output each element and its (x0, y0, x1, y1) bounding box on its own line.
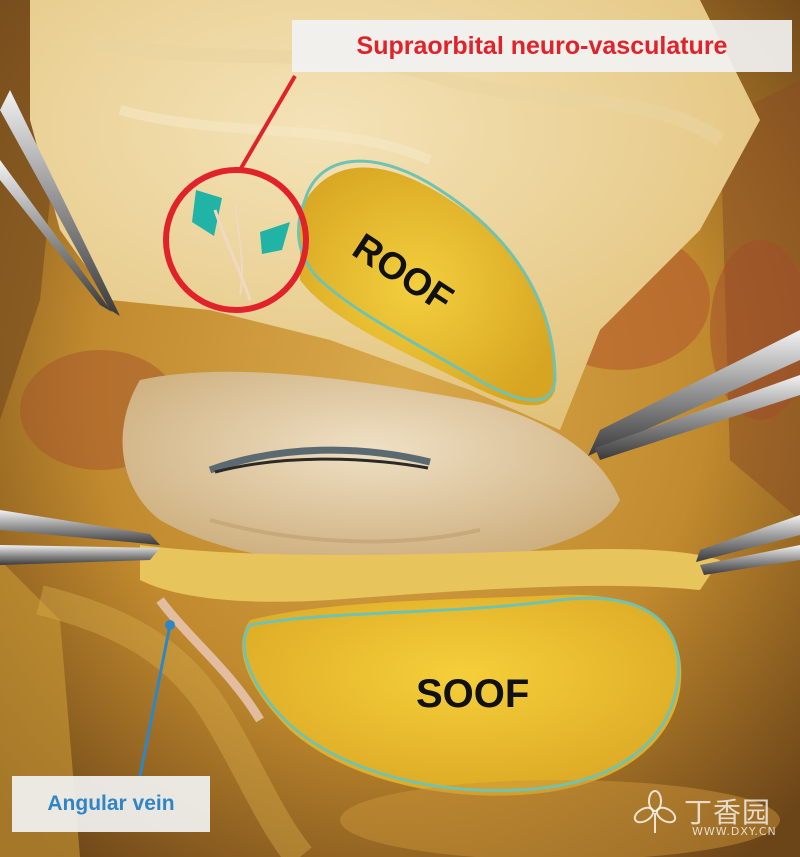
forceps-right-upper (588, 330, 800, 460)
forceps-top-left (0, 90, 120, 316)
roof-suture (296, 159, 557, 402)
angular-vein (156, 597, 264, 723)
forceps-left-middle (0, 510, 160, 565)
eyelash-line (208, 446, 431, 474)
soof-suture (242, 596, 681, 793)
forceps-right-lower (696, 515, 800, 575)
soof-fat-pad (242, 594, 682, 796)
supraorbital-pointer (238, 74, 297, 172)
angular-vein-label: Angular vein (12, 776, 210, 832)
soof-label: SOOF (416, 672, 530, 716)
marker-left (192, 190, 222, 236)
angular-vein-pointer (138, 624, 172, 777)
roof-fat-pad (300, 167, 556, 406)
supraorbital-label: Supraorbital neuro-vasculature (292, 20, 792, 72)
flower-logo-icon (633, 790, 677, 833)
watermark: 丁香园 WWW.DXY.CN (632, 787, 782, 847)
lower-flap (140, 545, 720, 602)
upper-eyelid (122, 371, 620, 566)
watermark-name: 丁香园 (684, 796, 772, 829)
watermark-url: WWW.DXY.CN (692, 825, 777, 838)
supraorbital-circle (163, 167, 309, 313)
marker-right (260, 222, 290, 254)
